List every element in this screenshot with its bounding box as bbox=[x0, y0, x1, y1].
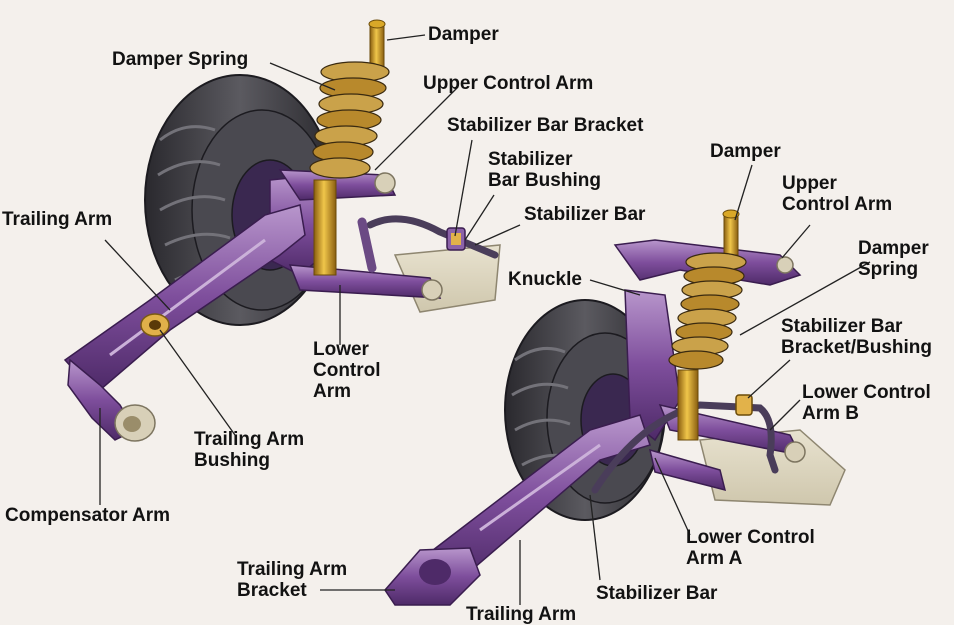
rear-suspension bbox=[63, 19, 501, 442]
label-rear-stabilizer-bar: Stabilizer Bar bbox=[524, 204, 646, 225]
label-rear-damper-spring: Damper Spring bbox=[112, 49, 249, 70]
label-front-trailing-arm: Trailing Arm bbox=[466, 604, 577, 625]
front-damper-spring bbox=[668, 252, 747, 370]
label-front-trailing-arm-bracket-line2: Bracket bbox=[237, 580, 307, 601]
label-rear-trailing-arm-bushing-line2: Bushing bbox=[194, 450, 270, 471]
label-front-lower-control-arm-b-line2: Arm B bbox=[802, 403, 860, 424]
label-rear-upper-control-arm: Upper Control Arm bbox=[423, 73, 594, 94]
label-front-lower-control-arm-a-line2: Arm A bbox=[686, 548, 743, 569]
label-rear-lower-control-arm-line3: Arm bbox=[313, 381, 352, 402]
label-rear-lower-control-arm-line2: Control bbox=[313, 360, 381, 381]
label-rear-stabilizer-bar-bracket: Stabilizer Bar Bracket bbox=[447, 115, 644, 136]
rear-damper-spring bbox=[309, 61, 390, 179]
label-rear-damper: Damper bbox=[428, 24, 499, 45]
front-damper-body bbox=[677, 369, 699, 441]
label-rear-lower-control-arm-line1: Lower bbox=[313, 339, 369, 360]
label-rear-stabilizer-bar-bushing-line1: Stabilizer bbox=[488, 149, 573, 170]
rear-stabilizer-bushing bbox=[451, 233, 461, 245]
label-front-damper-spring-line1: Damper bbox=[858, 238, 929, 259]
front-stabilizer-bracket bbox=[735, 394, 753, 416]
label-rear-trailing-arm: Trailing Arm bbox=[2, 209, 113, 230]
label-front-upper-control-arm-line1: Upper bbox=[782, 173, 837, 194]
label-front-upper-control-arm-line2: Control Arm bbox=[782, 194, 893, 215]
label-front-lower-control-arm-a-line1: Lower Control bbox=[686, 527, 815, 548]
label-front-trailing-arm-bracket-line1: Trailing Arm bbox=[237, 559, 348, 580]
label-front-lower-control-arm-b-line1: Lower Control bbox=[802, 382, 931, 403]
leader-lines bbox=[99, 34, 871, 605]
label-front-damper: Damper bbox=[710, 141, 781, 162]
label-front-damper-spring-line2: Spring bbox=[858, 259, 919, 280]
label-front-stabilizer-bar: Stabilizer Bar bbox=[596, 583, 718, 604]
rear-stabilizer-bar bbox=[366, 215, 499, 259]
label-front-knuckle: Knuckle bbox=[508, 269, 582, 290]
label-rear-stabilizer-bar-bushing-line2: Bar Bushing bbox=[488, 170, 601, 191]
label-rear-compensator-arm: Compensator Arm bbox=[5, 505, 171, 526]
front-stabilizer-bar bbox=[591, 401, 779, 494]
label-front-stabilizer-bar-bracket-bushing-line2: Bracket/Bushing bbox=[781, 337, 932, 358]
rear-damper-body bbox=[313, 179, 337, 276]
front-lower-control-arm-a bbox=[648, 448, 727, 492]
label-front-stabilizer-bar-bracket-bushing-line1: Stabilizer Bar bbox=[781, 316, 903, 337]
front-suspension bbox=[384, 209, 846, 606]
label-rear-trailing-arm-bushing-line1: Trailing Arm bbox=[194, 429, 305, 450]
front-damper-rod bbox=[723, 214, 739, 256]
